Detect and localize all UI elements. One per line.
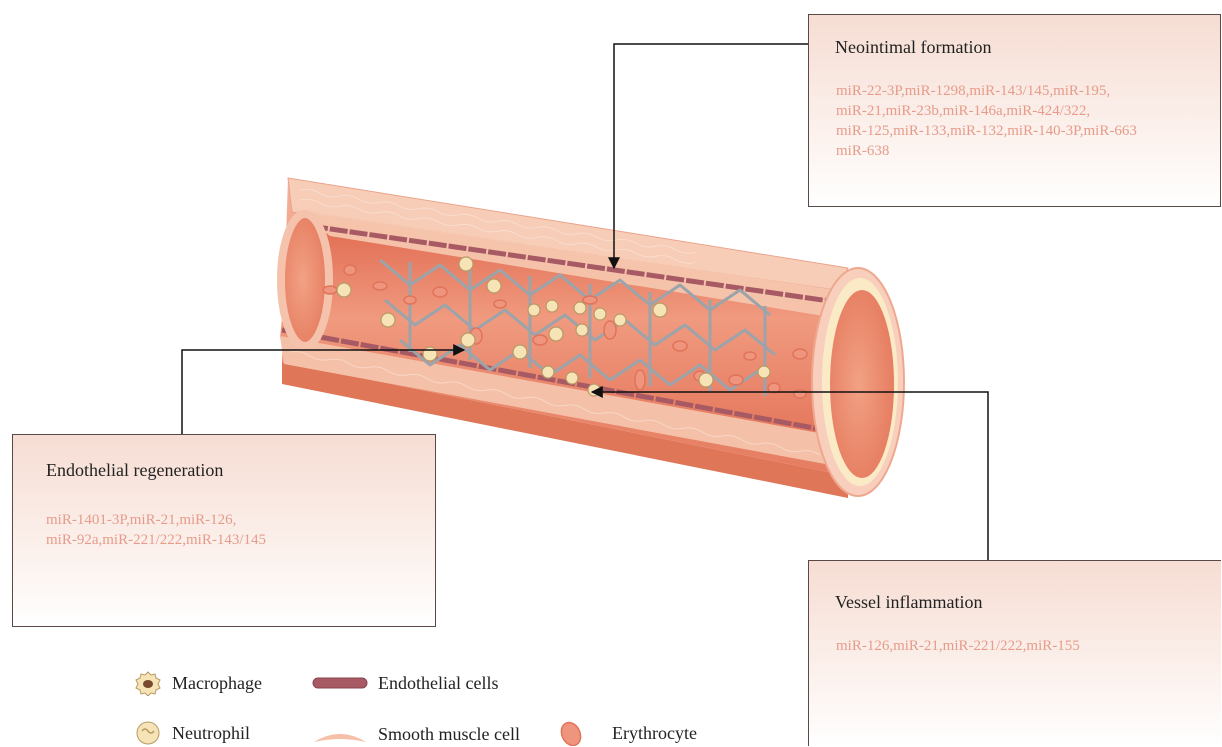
legend-endothelial-cells: Endothelial cells [312, 671, 498, 695]
legend-macrophage-label: Macrophage [172, 673, 262, 694]
macrophage-icon [134, 670, 162, 696]
vessel-left-opening [281, 214, 329, 346]
endothelial-mirna-list: miR-1401-3P,miR-21,miR-126, miR-92a,miR-… [46, 510, 266, 550]
neutrophil-icon [134, 720, 162, 746]
endothelial-regeneration-box: Endothelial regeneration miR-1401-3P,miR… [12, 434, 436, 627]
legend-erythrocyte: Erythrocyte [556, 720, 697, 746]
vessel-inflammation-box: Vessel inflammation miR-126,miR-21,miR-2… [808, 560, 1221, 746]
neointimal-formation-title: Neointimal formation [835, 37, 991, 58]
neointimal-arrow [614, 44, 808, 268]
neointimal-mirna-list: miR-22-3P,miR-1298,miR-143/145,miR-195, … [836, 81, 1137, 161]
neointimal-formation-box: Neointimal formation miR-22-3P,miR-1298,… [808, 14, 1221, 207]
legend-endothelial-cells-label: Endothelial cells [378, 673, 498, 694]
vessel-right-end-lumen [830, 290, 894, 478]
legend-smooth-muscle: Smooth muscle cell [312, 722, 520, 746]
erythrocyte-icon [556, 720, 586, 746]
legend-neutrophil: Neutrophil [134, 720, 250, 746]
vessel-mirna-list: miR-126,miR-21,miR-221/222,miR-155 [836, 636, 1080, 656]
vessel-inflammation-title: Vessel inflammation [835, 592, 982, 613]
legend-neutrophil-label: Neutrophil [172, 723, 250, 744]
legend-erythrocyte-label: Erythrocyte [612, 723, 697, 744]
legend-macrophage: Macrophage [134, 670, 262, 696]
smooth-muscle-cell-icon [312, 722, 368, 746]
endothelial-regeneration-title: Endothelial regeneration [46, 460, 223, 481]
endothelial-cell-icon [312, 671, 368, 695]
legend-smooth-muscle-label: Smooth muscle cell [378, 724, 520, 745]
